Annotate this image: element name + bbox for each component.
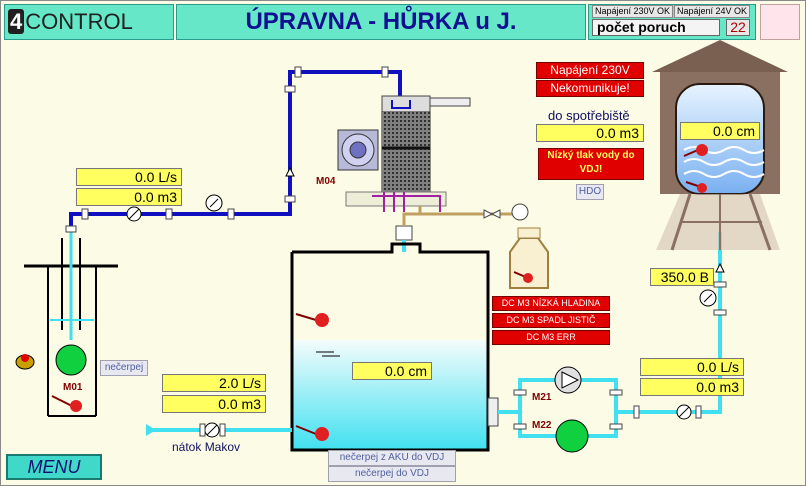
well-flow-value: 0.0 L/s [76, 168, 182, 186]
tower-float-lower [685, 181, 707, 193]
alarm-dc-err: DC M3 ERR [492, 330, 610, 345]
tower-pressure-gauge-icon [699, 289, 717, 307]
tower-float-upper [683, 144, 708, 157]
well-volume-value: 0.0 m3 [76, 188, 182, 206]
alarm-dc-breaker: DC M3 SPADL JISTIČ [492, 313, 610, 328]
aku-status-2[interactable]: nečerpej do VDJ [328, 466, 456, 482]
aku-status-1[interactable]: nečerpej z AKU do VDJ [328, 450, 456, 466]
pump-m22-icon [555, 419, 589, 453]
fault-count-button[interactable]: počet poruch [592, 19, 720, 36]
logo-text: CONTROL [25, 9, 133, 34]
tower-pressure-value: 350.0 B [650, 268, 714, 286]
pump-m22-label: M22 [532, 420, 552, 431]
well-pressure-gauge-icon [205, 194, 223, 212]
supply-230v-status: Napájení 230V OK [592, 5, 674, 18]
aku-level-value: 0.0 cm [352, 362, 432, 380]
outlet-flow-value: 0.0 L/s [640, 358, 744, 376]
blower-m04-label: M04 [316, 176, 336, 187]
alarm-supply-230v: Napájení 230V [536, 62, 644, 79]
outlet-flowmeter-icon [676, 404, 692, 420]
aku-float-upper [295, 313, 329, 327]
alarm-buzzer-icon [15, 354, 35, 370]
logo-panel [4, 4, 174, 40]
dosing-tank [509, 227, 549, 289]
air-valve-icon [483, 203, 529, 221]
inflow-label: nátok Makov [172, 440, 241, 454]
aku-float-lower [295, 425, 329, 441]
alarm-low-pressure: Nízký tlak vody do VDJ! [538, 148, 644, 180]
inflow-flow-value: 2.0 L/s [162, 374, 266, 392]
blower-m04-icon [337, 129, 379, 171]
supply-24v-status: Napájení 24V OK [674, 5, 751, 18]
logo-prefix: 4 [8, 9, 25, 34]
well-flowmeter-icon [126, 206, 142, 222]
well-outlet-pipe [65, 66, 402, 233]
consumer-label: do spotřebiště [548, 108, 630, 123]
pump-m21-icon [554, 366, 582, 394]
menu-button[interactable]: MENU [6, 454, 102, 480]
fault-count-value: 22 [726, 19, 750, 36]
pump-loop-pipes [498, 232, 727, 438]
title-panel [176, 4, 586, 40]
outlet-volume-value: 0.0 m3 [640, 378, 744, 396]
inflow-pipe [146, 422, 292, 438]
well [24, 212, 118, 417]
consumer-volume-value: 0.0 m3 [536, 124, 644, 142]
water-tower [652, 40, 788, 251]
aku-tank [290, 242, 499, 452]
pump-m01-label: M01 [63, 382, 83, 393]
indicator-panel [760, 4, 800, 40]
page-title: ÚPRAVNA - HŮRKA u J. [245, 8, 517, 35]
hdo-status: HDO [576, 184, 604, 200]
inflow-volume-value: 0.0 m3 [162, 395, 266, 413]
pump-m01-status[interactable]: nečerpej [100, 360, 148, 376]
aeration-column [345, 95, 471, 212]
alarm-not-communicating: Nekomunikuje! [536, 80, 644, 97]
alarm-dc-low-level: DC M3 NÍZKÁ HLADINA [492, 296, 610, 311]
well-float [51, 395, 82, 412]
tower-level-value: 0.0 cm [680, 122, 760, 140]
pump-m21-label: M21 [532, 392, 552, 403]
